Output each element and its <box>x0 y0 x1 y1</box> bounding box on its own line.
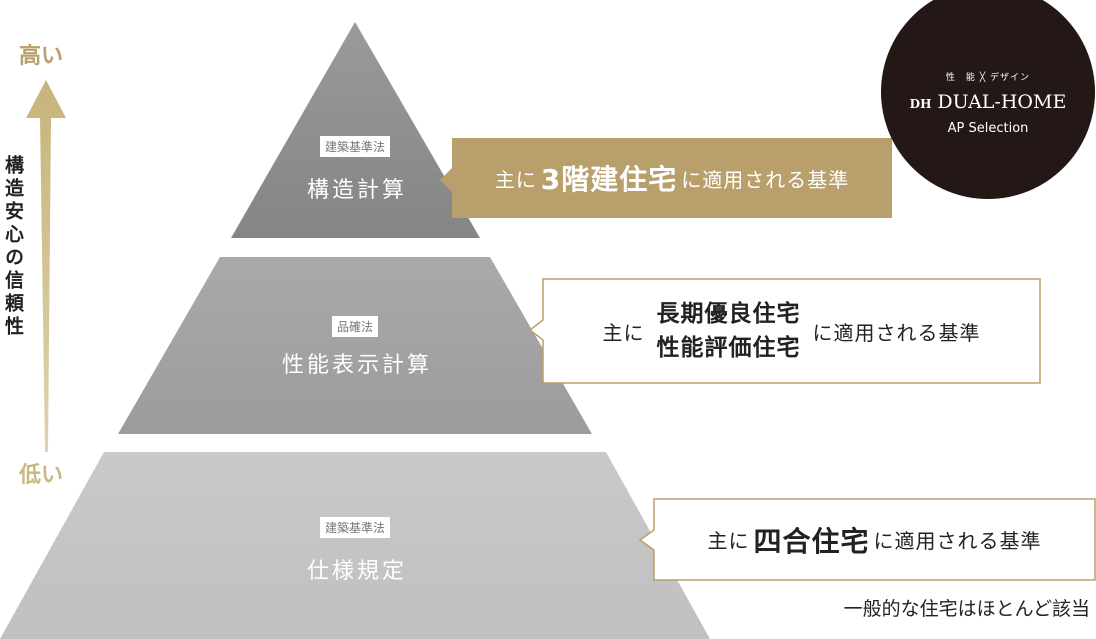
footnote: 一般的な住宅はほとんど該当 <box>843 598 1090 620</box>
tier-middle-shape <box>118 257 592 434</box>
trust-arrow <box>26 80 66 452</box>
logo-brand: DUAL-HOME <box>937 91 1067 113</box>
callout-general-house: 主に 四合住宅 に適用される基準 <box>654 499 1095 580</box>
callout-prefix: 主に <box>707 529 750 553</box>
callout-emphasis-line2: 性能評価住宅 <box>656 335 801 361</box>
logo-circle <box>881 0 1095 199</box>
tier-bottom-title: 仕様規定 <box>306 559 408 584</box>
logo-mark-icon: DH <box>909 97 932 111</box>
callout-suffix: に適用される基準 <box>812 320 981 345</box>
axis-low-label: 低い <box>19 463 64 488</box>
callout-prefix: 主に <box>602 320 645 345</box>
callout-suffix: に適用される基準 <box>681 167 850 192</box>
axis-high-label: 高い <box>19 44 64 69</box>
callout-3-shape <box>638 498 1096 581</box>
tier-top-tag: 建築基準法 <box>319 136 391 157</box>
callout-prefix: 主に <box>494 167 537 192</box>
callout-1-shape <box>440 138 892 218</box>
tier-bottom-tag: 建築基準法 <box>319 517 391 538</box>
callout-suffix: に適用される基準 <box>873 529 1042 553</box>
callout-emphasis: 3階建住宅 <box>540 163 678 196</box>
logo-tagline: 性 能 ╳ デザイン <box>945 73 1031 83</box>
callout-emphasis: 四合住宅 <box>753 524 870 558</box>
logo: 性 能 ╳ デザイン DH DUAL-HOME AP Selection <box>881 70 1095 136</box>
logo-sub: AP Selection <box>947 121 1029 136</box>
callout-3-story: 主に 3階建住宅 に適用される基準 <box>452 138 892 218</box>
callout-long-term: 主に 長期優良住宅 性能評価住宅 に適用される基準 <box>543 279 1040 383</box>
callout-emphasis-line1: 長期優良住宅 <box>656 301 801 327</box>
axis-label: 構造安心の信頼性 <box>2 155 24 339</box>
tier-top-shape <box>231 22 480 238</box>
callout-2-shape <box>528 278 1041 384</box>
tier-middle-tag: 品確法 <box>331 316 379 337</box>
tier-middle-title: 性能表示計算 <box>281 353 433 378</box>
tier-bottom-shape <box>0 452 710 639</box>
tier-top-title: 構造計算 <box>306 178 408 203</box>
